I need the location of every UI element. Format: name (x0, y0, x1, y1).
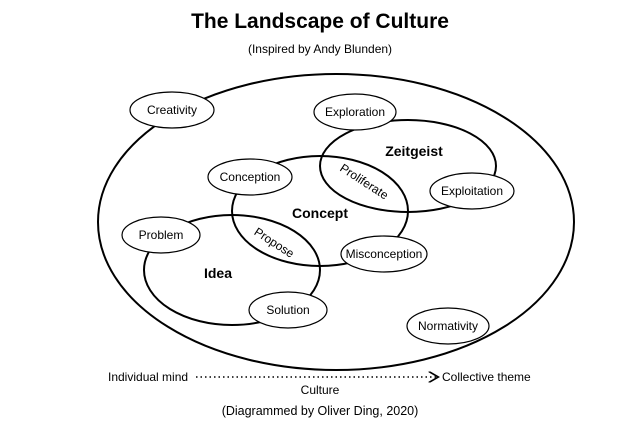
node-solution: Solution (248, 291, 328, 329)
node-problem: Problem (121, 216, 201, 254)
node-exploitation: Exploitation (429, 172, 515, 210)
node-solution-label: Solution (266, 303, 309, 317)
diagram-subtitle: (Inspired by Andy Blunden) (247, 42, 393, 56)
node-misconception-label: Misconception (346, 247, 423, 261)
region-zeitgeist-label: Zeitgeist (385, 143, 443, 159)
axis-left-label: Individual mind (108, 370, 188, 384)
axis-center-label: Culture (301, 383, 340, 397)
node-normativity: Normativity (406, 307, 490, 345)
node-normativity-label: Normativity (418, 319, 478, 333)
node-misconception: Misconception (340, 235, 428, 273)
idea-ellipse (143, 214, 321, 326)
overlap-proliferate-label: Proliferate (337, 161, 391, 203)
region-idea-label: Idea (204, 265, 232, 281)
node-problem-label: Problem (139, 228, 184, 242)
node-exploration-label: Exploration (325, 105, 385, 119)
region-concept-label: Concept (292, 205, 348, 221)
diagram-title: The Landscape of Culture (191, 10, 449, 33)
node-exploration: Exploration (313, 93, 397, 131)
node-conception: Conception (207, 158, 293, 196)
node-creativity: Creativity (129, 91, 215, 129)
culture-outer-ellipse (97, 73, 575, 371)
overlap-propose-label: Propose (252, 225, 297, 261)
node-conception-label: Conception (220, 170, 281, 184)
node-exploitation-label: Exploitation (441, 184, 503, 198)
diagram-footer: (Diagrammed by Oliver Ding, 2020) (221, 404, 419, 418)
node-creativity-label: Creativity (147, 103, 197, 117)
axis-right-label: Collective theme (442, 370, 531, 384)
